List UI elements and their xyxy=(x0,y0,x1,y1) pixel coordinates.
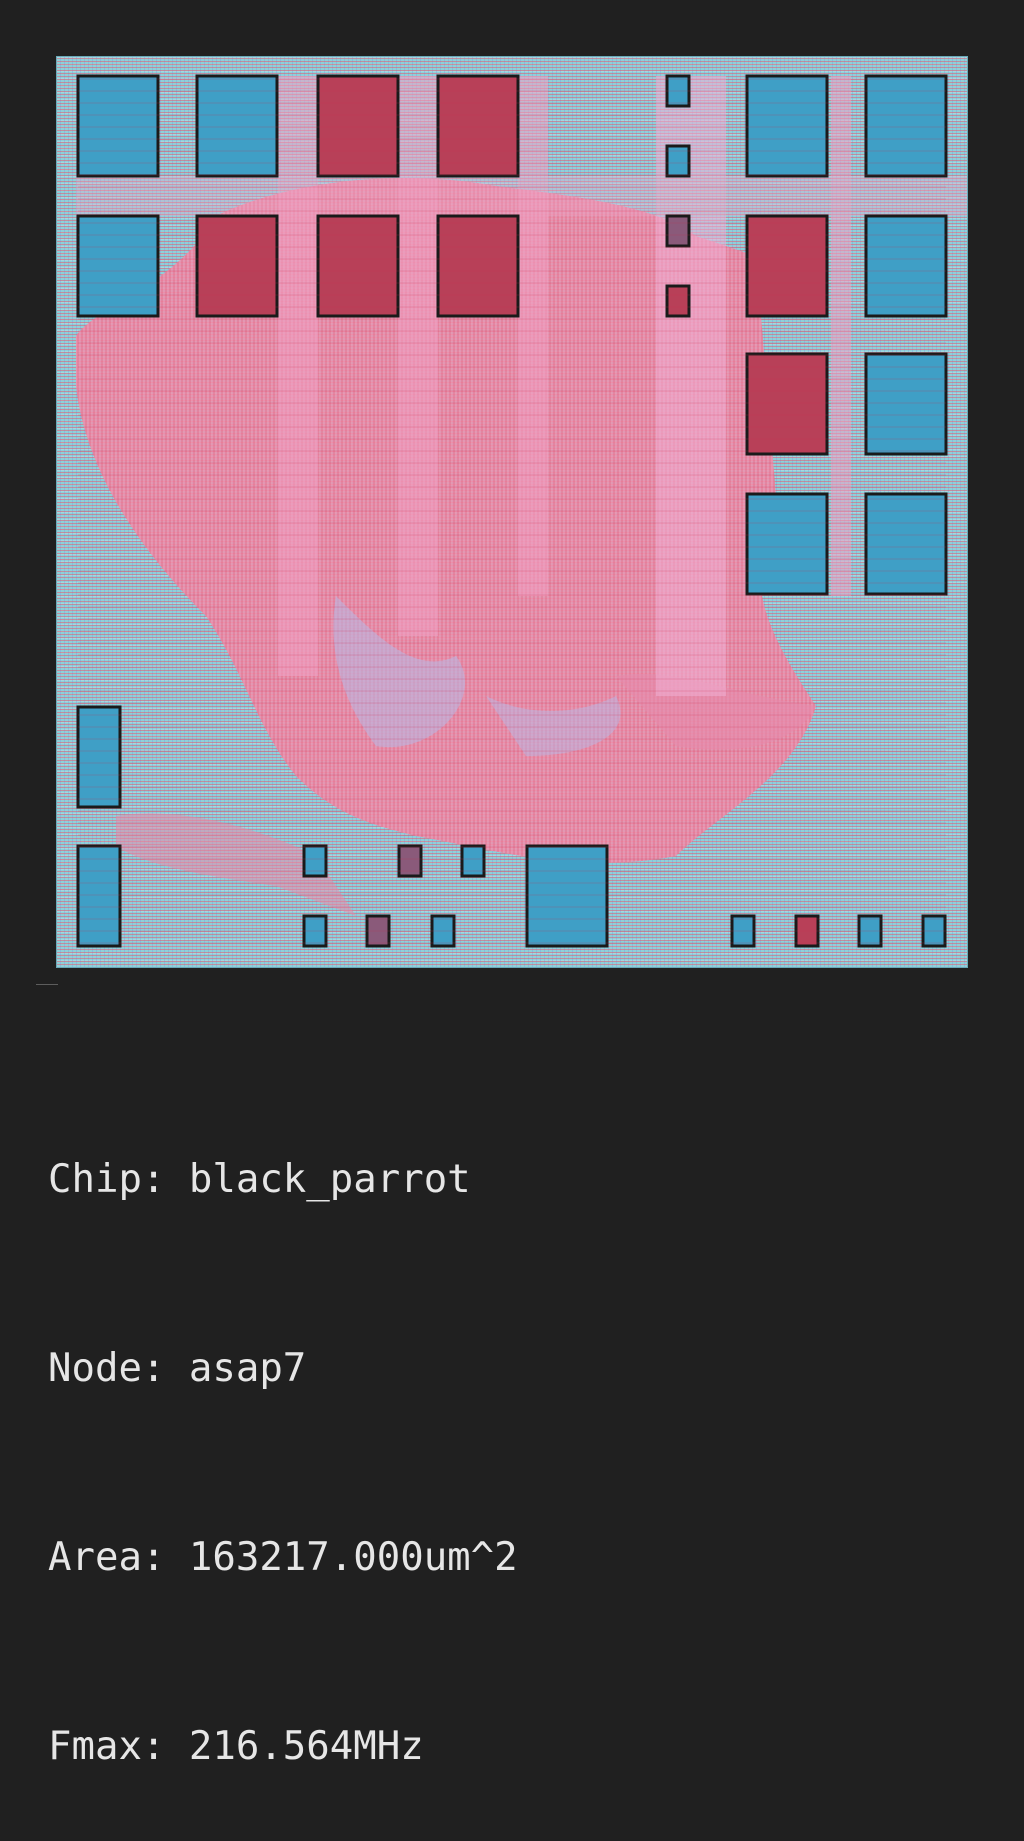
die-outline xyxy=(56,56,968,968)
node-line: Node: asap7 xyxy=(48,1337,518,1400)
area-value: 163217.000um^2 xyxy=(188,1535,518,1580)
chip-info-panel: Chip: black_parrot Node: asap7 Area: 163… xyxy=(48,1022,518,1841)
chip-layout-svg xyxy=(56,56,968,968)
fmax-value: 216.564MHz xyxy=(188,1724,424,1769)
chip-label: Chip: xyxy=(48,1157,166,1202)
node-label: Node: xyxy=(48,1346,166,1391)
macro-stripes xyxy=(78,76,946,946)
fmax-label: Fmax: xyxy=(48,1724,166,1769)
fmax-line: Fmax: 216.564MHz xyxy=(48,1715,518,1778)
area-label: Area: xyxy=(48,1535,166,1580)
chip-value: black_parrot xyxy=(188,1157,471,1202)
node-value: asap7 xyxy=(188,1346,307,1391)
chip-line: Chip: black_parrot xyxy=(48,1148,518,1211)
area-line: Area: 163217.000um^2 xyxy=(48,1526,518,1589)
scale-bar xyxy=(36,984,58,989)
chip-layout-view xyxy=(56,56,968,968)
